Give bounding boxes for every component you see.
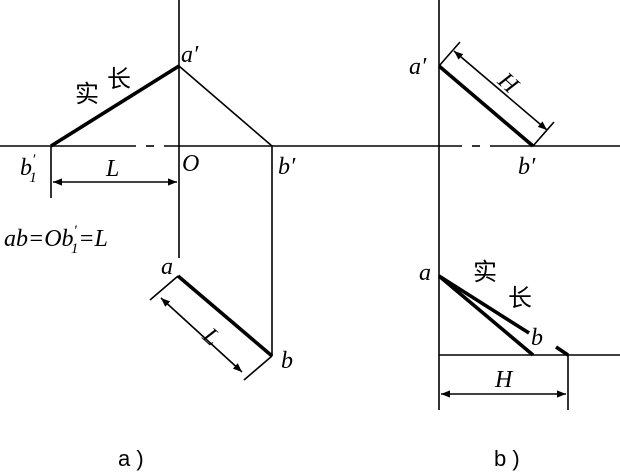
label-a-b: a xyxy=(419,260,431,286)
projection-line-a-prime-b-prime xyxy=(178,65,273,147)
label-b1-prime-base: b xyxy=(20,155,32,181)
true-length-char-2-b: 长 xyxy=(508,284,532,312)
formula-sup: ′ xyxy=(74,223,78,239)
label-b: b xyxy=(281,348,293,374)
dimension-line-H-slant xyxy=(453,50,548,131)
label-b-prime-b: b′ xyxy=(518,154,536,180)
label-a: a xyxy=(161,254,173,280)
label-b1-prime-sup: ′ xyxy=(32,152,36,168)
label-L-axis: L xyxy=(105,156,119,182)
label-b-b: b xyxy=(531,325,543,351)
label-a-prime-b: a′ xyxy=(409,54,427,80)
label-H-slant: H xyxy=(492,67,524,100)
true-length-line-a xyxy=(50,64,180,148)
label-L-slant: L xyxy=(197,322,225,351)
extension-line-a-prime xyxy=(438,41,461,67)
extension-line-b xyxy=(243,355,273,381)
panel-b: a′ b′ H a b H 实 长 b ) xyxy=(409,0,620,471)
panel-a: a′ b′1 O b′ L a b L 实 长 ab=Ob′1=L a ) xyxy=(0,0,438,471)
formula: ab=Ob′ 1=L xyxy=(4,223,108,257)
extension-line-a xyxy=(149,275,179,301)
label-H-axis: H xyxy=(494,367,514,393)
label-O: O xyxy=(182,151,199,177)
extension-line-b-prime xyxy=(532,121,555,147)
horizontal-projection-ab xyxy=(176,274,274,358)
true-length-line-b xyxy=(438,274,530,335)
dimension-line-L-slant xyxy=(160,297,243,373)
label-b1-prime: b′ 1 xyxy=(20,152,37,186)
caption-a: a ) xyxy=(118,446,144,471)
true-length-char-1: 实 xyxy=(75,80,99,108)
true-length-char-2: 长 xyxy=(107,65,131,93)
formula-prefix: ab=Ob xyxy=(4,226,74,252)
formula-suffix: =L xyxy=(78,226,108,252)
label-a-prime: a′ xyxy=(181,42,199,68)
label-b-prime: b′ xyxy=(278,154,296,180)
true-length-dash-b xyxy=(555,345,569,357)
formula-sub: 1 xyxy=(71,241,79,257)
horizontal-projection-ab xyxy=(437,274,535,357)
true-length-char-1-b: 实 xyxy=(473,258,497,286)
caption-b: b ) xyxy=(494,446,520,471)
label-b1-prime-sub: 1 xyxy=(29,170,37,186)
